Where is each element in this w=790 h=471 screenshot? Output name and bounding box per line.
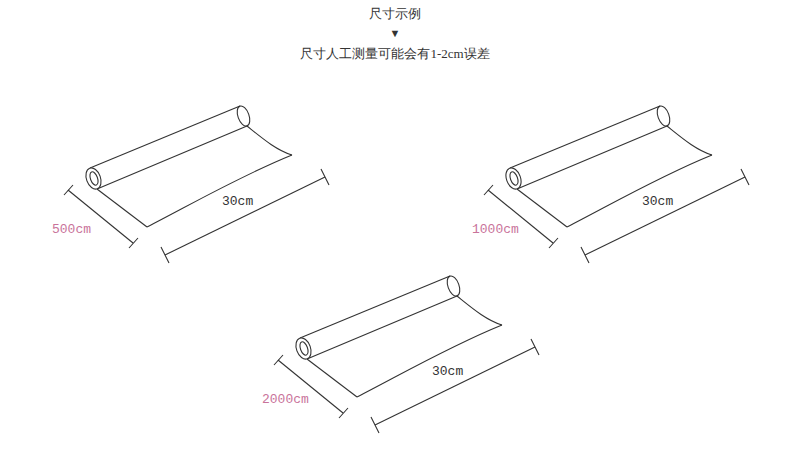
width-dimension: 30cm [430, 364, 465, 379]
measurement-note: 尺寸人工测量可能会有1-2cm误差 [298, 46, 491, 61]
width-dimension: 30cm [220, 194, 255, 209]
roll-500 [64, 104, 329, 263]
title: 尺寸示例 [367, 6, 423, 21]
width-dimension: 30cm [640, 194, 675, 209]
roll-2000 [274, 274, 539, 433]
roll-1000 [484, 104, 749, 263]
length-dimension: 1000cm [470, 222, 521, 237]
marker-arrow: ▼ [388, 26, 403, 41]
length-dimension: 500cm [50, 222, 93, 237]
length-dimension: 2000cm [260, 392, 311, 407]
